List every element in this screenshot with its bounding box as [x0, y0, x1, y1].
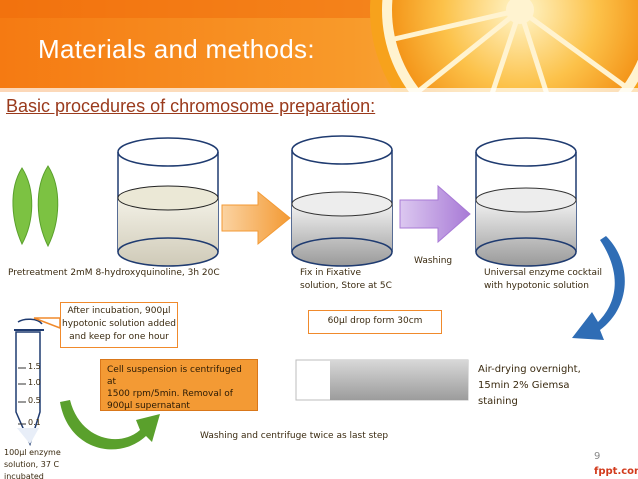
drop-note: 60µl drop form 30cm [308, 310, 442, 334]
washing-label: Washing [414, 256, 453, 266]
tube-mark: 0.5 [28, 396, 41, 405]
orange-slice-icon [370, 0, 638, 92]
slide-subtitle: Basic procedures of chromosome preparati… [6, 96, 376, 116]
wash-twice-label: Washing and centrifuge twice as last ste… [200, 431, 389, 441]
fix-label-line: solution, Store at 5C [300, 281, 392, 291]
microtube-icon [14, 318, 44, 447]
callout-pointer [33, 317, 61, 330]
leaf-icon [12, 165, 59, 248]
incubation-note-line: and keep for one hour [69, 332, 169, 342]
watermark-logo: fppt.com [594, 466, 638, 477]
tube-mark: 1.5 [28, 362, 41, 371]
tube-mark: 1.0 [28, 378, 41, 387]
enzyme-label: Universal enzyme cocktail with hypotonic… [484, 267, 634, 293]
centrifuge-box: Cell suspension is centrifuged at 1500 r… [100, 359, 258, 411]
fix-label-line: Fix in Fixative [300, 268, 362, 278]
airdry-label: Air-drying overnight, 15min 2% Giemsa st… [478, 362, 618, 410]
incubation-note: After incubation, 900µl hypotonic soluti… [60, 302, 178, 348]
beaker-icon [117, 137, 219, 267]
header-background [0, 0, 638, 92]
tube-mark: 0.1 [28, 418, 41, 427]
centrifuge-box-line: 1500 rpm/5min. Removal of [107, 389, 233, 399]
centrifuge-box-line: Cell suspension is centrifuged at [107, 365, 242, 387]
slide-title: Materials and methods: [38, 34, 315, 64]
airdry-label-line: 15min 2% Giemsa [478, 380, 570, 391]
beaker-icon [475, 137, 577, 267]
curved-arrow-icon [60, 400, 160, 450]
airdry-label-line: staining [478, 396, 518, 407]
centrifuge-box-line: 900µl supernatant [107, 401, 190, 411]
airdry-label-line: Air-drying overnight, [478, 364, 581, 375]
microscope-slide-icon [295, 359, 469, 401]
arrow-right-icon [399, 184, 471, 244]
tube-label: 100µl enzyme solution, 37 C incubated [4, 447, 94, 479]
curved-arrow-icon [572, 236, 625, 340]
fix-label: Fix in Fixative solution, Store at 5C [300, 267, 420, 293]
arrow-right-icon [221, 190, 291, 246]
enzyme-label-line: Universal enzyme cocktail [484, 268, 603, 278]
pretreatment-label: Pretreatment 2mM 8-hydroxyquinoline, 3h … [8, 268, 220, 278]
incubation-note-line: After incubation, 900µl [67, 306, 171, 316]
tube-label-line: incubated [4, 472, 44, 479]
incubation-note-line: hypotonic solution added [62, 319, 176, 329]
enzyme-label-line: with hypotonic solution [484, 281, 589, 291]
tube-label-line: solution, 37 C [4, 460, 60, 469]
tube-label-line: 100µl enzyme [4, 448, 61, 457]
beaker-icon [291, 135, 393, 267]
page-number: 9 [594, 451, 601, 462]
